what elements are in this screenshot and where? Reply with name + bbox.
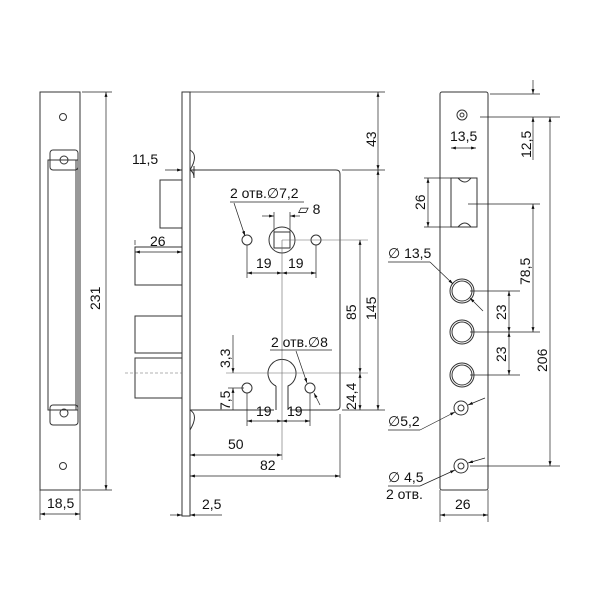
dim-bolt-throw: 26 bbox=[150, 233, 166, 249]
dim-cylinder-offset: 24,4 bbox=[343, 383, 359, 410]
bolt bbox=[134, 246, 183, 286]
dim-cyl-left: 19 bbox=[256, 403, 272, 419]
dim-top-offset: 43 bbox=[363, 131, 379, 147]
dim-spindle-right: 19 bbox=[288, 255, 304, 271]
label-bolt-hole-diameter: ∅ 13,5 bbox=[388, 245, 432, 261]
latch bbox=[159, 179, 183, 229]
dim-total-height: 206 bbox=[534, 348, 550, 372]
dim-top-offset-strike: 12,5 bbox=[518, 131, 534, 158]
screw-hole-icon bbox=[59, 113, 67, 121]
dim-spindle-left: 19 bbox=[256, 255, 272, 271]
label-screw-hole-count: 2 отв. bbox=[386, 486, 423, 502]
dim-body-height: 145 bbox=[363, 296, 379, 320]
label-spindle-square: ▱ 8 bbox=[298, 201, 321, 217]
label-cylinder-holes: 2 отв.∅8 bbox=[271, 334, 328, 350]
bolt-holes bbox=[449, 278, 475, 388]
dim-cyl-right: 19 bbox=[287, 403, 303, 419]
lock-body: 43 145 85 24,4 11,5 26 2 отв.∅7,2 ▱ 8 19… bbox=[125, 91, 385, 517]
dim-notch-to-hole: 78,5 bbox=[517, 258, 533, 285]
dim-strike-width: 26 bbox=[455, 496, 471, 512]
cylinder-keyhole bbox=[267, 358, 297, 410]
dim-body-depth: 82 bbox=[260, 457, 276, 473]
dim-7-5: 7,5 bbox=[217, 390, 233, 410]
left-faceplate: 231 18,5 bbox=[39, 91, 112, 520]
dim-center-distance: 85 bbox=[343, 304, 359, 320]
dim-hole-spacing-1: 23 bbox=[493, 304, 509, 320]
bolt bbox=[134, 357, 183, 399]
screw-hole-icon bbox=[59, 462, 67, 470]
dim-notch-width: 13,5 bbox=[450, 128, 477, 144]
dim-faceplate-height: 231 bbox=[87, 286, 103, 310]
dim-latch-offset: 11,5 bbox=[132, 151, 158, 167]
strike-plate: 12,5 13,5 26 78,5 23 23 206 ∅ 13,5 ∅5,2 … bbox=[386, 80, 560, 522]
dim-faceplate-thickness: 2,5 bbox=[202, 496, 222, 512]
label-spindle-holes: 2 отв.∅7,2 bbox=[230, 185, 299, 201]
label-screw-hole-1: ∅5,2 bbox=[388, 413, 420, 429]
dim-3-3: 3,3 bbox=[217, 348, 233, 368]
dim-backset: 50 bbox=[228, 436, 244, 452]
dim-notch-height: 26 bbox=[412, 194, 428, 210]
dim-hole-spacing-2: 23 bbox=[493, 346, 509, 362]
bolt bbox=[134, 315, 183, 354]
dim-faceplate-width: 18,5 bbox=[47, 495, 74, 511]
label-screw-hole-2: ∅ 4,5 bbox=[388, 469, 424, 485]
